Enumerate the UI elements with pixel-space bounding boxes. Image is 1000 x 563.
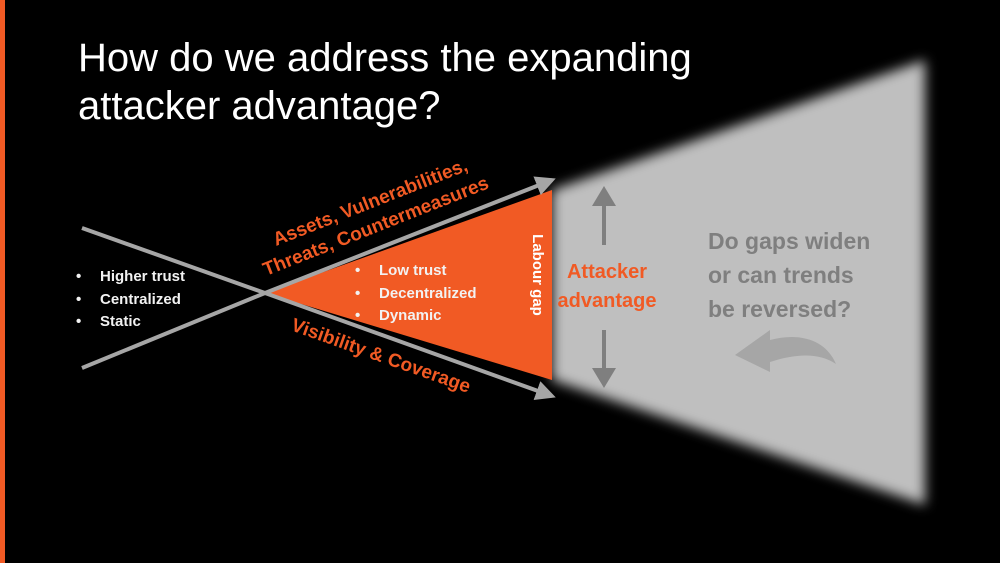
- spread-cone: [552, 60, 925, 505]
- question-text: Do gaps widen or can trends be reversed?: [708, 224, 928, 326]
- bottom-growth-arrow: [264, 291, 556, 401]
- attacker-label-line1: Attacker: [566, 261, 648, 283]
- question-line2: or can trends: [708, 262, 854, 288]
- list-item: Low trust: [355, 260, 477, 283]
- left-bullet-list: Higher trust Centralized Static: [76, 266, 185, 334]
- up-arrow-icon: [592, 186, 616, 245]
- attacker-advantage-label: Attacker advantage: [552, 258, 662, 316]
- labour-gap-label: Labour gap: [529, 234, 546, 316]
- list-item: Higher trust: [76, 266, 185, 289]
- attacker-label-line2: advantage: [557, 290, 657, 312]
- curved-back-arrow-icon: [735, 330, 836, 372]
- list-item: Static: [76, 311, 185, 334]
- question-line1: Do gaps widen: [708, 228, 871, 254]
- list-item: Dynamic: [355, 305, 477, 328]
- question-line3: be reversed?: [708, 296, 852, 322]
- slide-title: How do we address the expanding attacker…: [78, 36, 692, 128]
- down-arrow-icon: [592, 330, 616, 388]
- list-item: Decentralized: [355, 283, 477, 306]
- top-growth-arrow: [264, 176, 556, 295]
- list-item: Centralized: [76, 289, 185, 312]
- upper-left-line: [81, 226, 266, 295]
- accent-bar: [0, 0, 5, 563]
- inner-bullet-list: Low trust Decentralized Dynamic: [355, 260, 477, 328]
